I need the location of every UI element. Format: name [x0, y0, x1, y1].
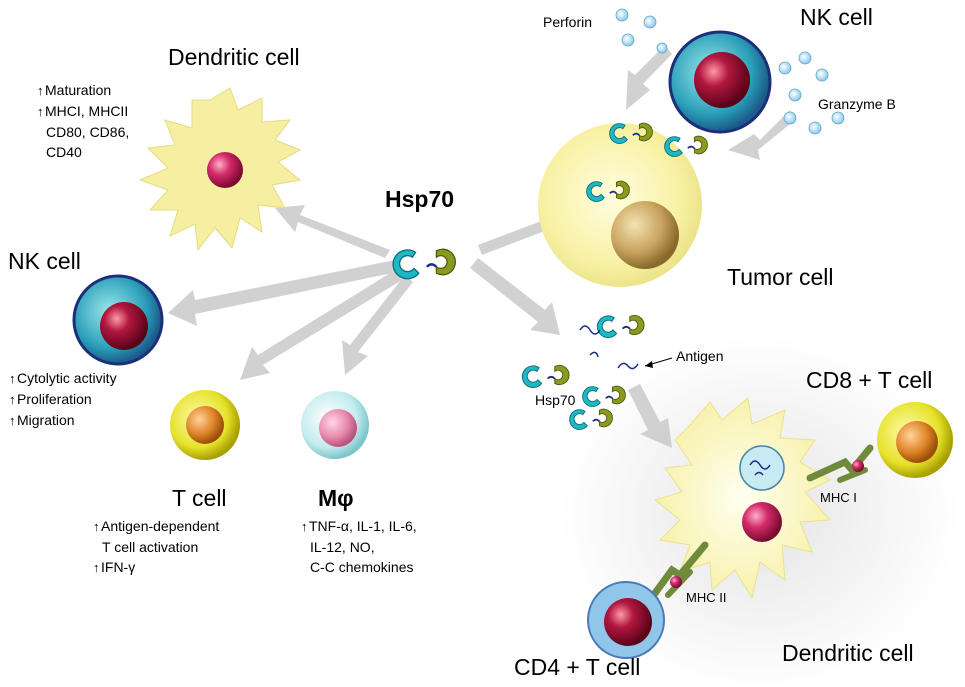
macrophage-effect-item: IL-12, NO,	[310, 539, 375, 555]
label-granzyme: Granzyme B	[818, 96, 896, 112]
label-antigen: Antigen	[676, 348, 724, 364]
arrow-perforin	[626, 45, 672, 110]
antigen-cluster	[521, 314, 673, 431]
arrow-to-antigen	[470, 258, 560, 335]
mhc-ii-complex	[646, 541, 709, 604]
label-mhc-ii: MHC II	[686, 590, 727, 605]
dendritic-effect-item: MHCI, MHCII	[45, 101, 129, 122]
macrophage-nucleus	[319, 409, 357, 447]
label-cd4: CD4 + T cell	[514, 654, 641, 680]
tcell-effects-list: Antigen-dependent T cell activation IFN-…	[101, 516, 219, 578]
macrophage-cell	[301, 391, 369, 459]
nk-effect-item: Proliferation	[17, 389, 117, 410]
tcell-effect-item: Antigen-dependent	[101, 516, 219, 537]
label-hsp70-small: Hsp70	[535, 392, 576, 408]
label-dendritic-bottom: Dendritic cell	[782, 640, 914, 666]
arrow-to-tcell	[240, 270, 402, 380]
mhc-i-complex	[806, 444, 874, 483]
arrow-granzyme	[728, 110, 795, 160]
dendritic-bottom-nucleus	[742, 502, 782, 542]
dendritic-effect-item: CD80, CD86,	[46, 124, 130, 140]
nk-cell-top	[668, 30, 772, 134]
hsp70-central-molecule	[391, 247, 457, 280]
label-tumor: Tumor cell	[727, 264, 834, 290]
dendritic-cell-top	[138, 87, 302, 252]
cd8-t-cell	[877, 402, 953, 478]
macrophage-effects-list: TNF-α, IL-1, IL-6, IL-12, NO, C-C chemok…	[309, 516, 417, 577]
tumor-cell	[538, 122, 709, 287]
label-dendritic-top: Dendritic cell	[168, 44, 300, 70]
dendritic-effect-item: CD40	[46, 144, 82, 160]
nk-left-nucleus	[100, 302, 148, 350]
label-nk-top: NK cell	[800, 4, 873, 30]
label-cd8: CD8 + T cell	[806, 367, 933, 393]
t-cell-nucleus	[186, 406, 224, 444]
tcell-effect-item: IFN-γ	[101, 557, 219, 578]
nk-cell-left	[72, 274, 164, 366]
label-hsp70-center: Hsp70	[385, 186, 455, 212]
macrophage-effect-item: TNF-α, IL-1, IL-6,	[309, 516, 417, 537]
macrophage-effect-item: C-C chemokines	[310, 559, 414, 575]
label-perforin: Perforin	[543, 14, 593, 30]
cd4-t-cell	[587, 581, 665, 659]
arrow-to-macrophage	[342, 275, 413, 375]
dendritic-effects-list: Maturation MHCI, MHCII CD80, CD86, CD40	[45, 80, 130, 162]
label-nk-left: NK cell	[8, 248, 81, 274]
nk-top-nucleus	[694, 52, 750, 108]
nk-effects-list: Cytolytic activity Proliferation Migrati…	[17, 368, 117, 431]
nk-effect-item: Migration	[17, 410, 117, 431]
arrow-to-dendritic	[275, 205, 390, 258]
perforin-granzyme-dots	[615, 8, 845, 135]
tcell-effect-item: T cell activation	[102, 539, 199, 555]
label-macrophage: Mφ	[318, 485, 354, 511]
dendritic-top-nucleus	[207, 152, 243, 188]
nk-effect-item: Cytolytic activity	[17, 368, 117, 389]
arrow-to-nk	[168, 260, 397, 326]
arrow-to-dc-bottom	[628, 384, 672, 448]
label-t-cell: T cell	[172, 485, 227, 511]
dendritic-effect-item: Maturation	[45, 80, 129, 101]
label-mhc-i: MHC I	[820, 490, 857, 505]
tumor-nucleus	[611, 201, 679, 269]
t-cell	[170, 390, 240, 460]
